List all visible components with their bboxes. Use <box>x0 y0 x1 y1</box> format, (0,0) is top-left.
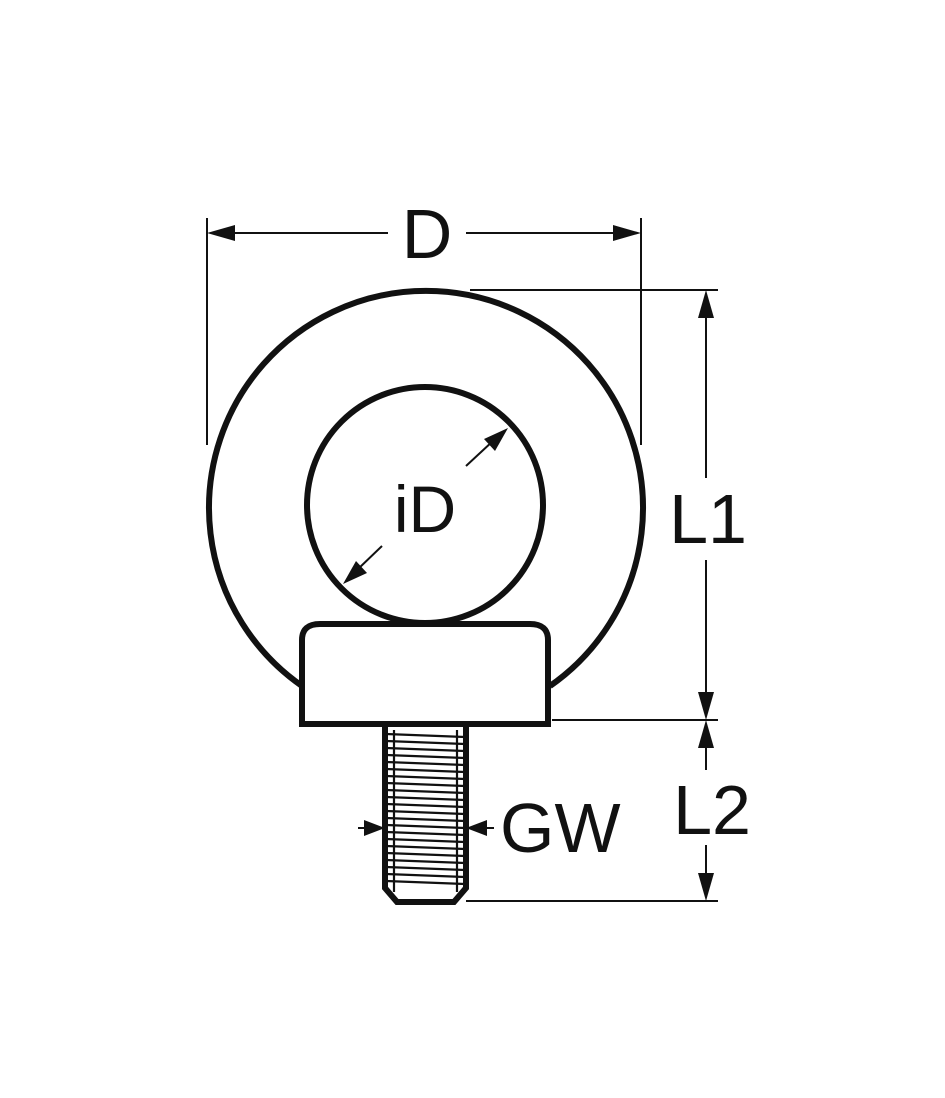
thread-line <box>385 823 466 830</box>
outer-ring <box>206 287 646 689</box>
l1-arrow-bottom <box>698 692 714 720</box>
threaded-shank <box>382 727 469 905</box>
thread-length-label: L2 <box>673 771 751 849</box>
thread-line <box>385 879 466 886</box>
thread-line <box>385 788 466 795</box>
thread-line <box>385 865 466 872</box>
thread-lines <box>385 730 466 892</box>
thread-line <box>385 809 466 816</box>
thread-line <box>385 816 466 823</box>
thread-line <box>385 767 466 774</box>
shank-outline <box>382 727 469 905</box>
d-arrow-right <box>613 225 641 241</box>
gw-arrow-right <box>466 820 487 836</box>
thread-line <box>385 732 466 739</box>
inner-diameter-label: iD <box>394 472 456 546</box>
collar <box>299 621 551 727</box>
id-dimension-line-lower <box>356 545 383 571</box>
inner-diameter-dimension: iD <box>343 428 508 584</box>
gw-arrow-left <box>364 820 385 836</box>
thread-line <box>385 872 466 879</box>
thread-size-dimension: GW <box>358 789 621 867</box>
thread-line <box>385 844 466 851</box>
thread-line <box>385 802 466 809</box>
length-dimensions: L1 L2 <box>466 289 751 902</box>
l2-arrow-bottom <box>698 873 714 901</box>
thread-line <box>385 746 466 753</box>
thread-size-label: GW <box>500 789 621 867</box>
thread-line <box>385 739 466 746</box>
thread-line <box>385 858 466 865</box>
thread-line <box>385 781 466 788</box>
thread-line <box>385 837 466 844</box>
thread-line <box>385 774 466 781</box>
thread-line <box>385 795 466 802</box>
l2-arrow-top <box>698 720 714 748</box>
l1-arrow-top <box>698 290 714 318</box>
outer-diameter-dimension: D <box>206 195 642 445</box>
thread-line <box>385 760 466 767</box>
thread-line <box>385 753 466 760</box>
d-arrow-left <box>207 225 235 241</box>
id-arrow-upper <box>484 428 508 451</box>
overall-length-label: L1 <box>669 480 747 558</box>
outer-diameter-label: D <box>402 195 453 273</box>
id-arrow-lower <box>343 561 367 584</box>
thread-line <box>385 830 466 837</box>
thread-line <box>385 851 466 858</box>
